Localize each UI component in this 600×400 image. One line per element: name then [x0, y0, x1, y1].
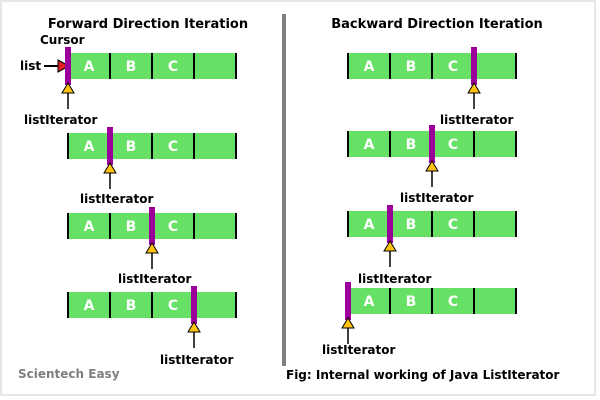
iterator-pointer-icon [187, 321, 201, 333]
list-cell-c: C [448, 294, 458, 310]
listiterator-label: listIterator [24, 113, 97, 127]
backward-title: Backward Direction Iteration [331, 17, 543, 32]
cursor-bar [387, 205, 393, 243]
list-cell-a: A [364, 59, 375, 75]
list-label: list [20, 59, 41, 73]
list-cell-c: C [168, 298, 178, 314]
iterator-pointer-icon [145, 242, 159, 254]
list-cell-a: A [84, 139, 95, 155]
list-pointer-arrow-icon [57, 59, 71, 73]
list-cell-c: C [448, 217, 458, 233]
listiterator-label: listIterator [322, 343, 395, 357]
listiterator-label: listIterator [118, 272, 191, 286]
list-cell-a: A [84, 59, 95, 75]
list-cell-b: B [126, 59, 137, 75]
list-cell-b: B [406, 59, 417, 75]
cursor-bar [149, 207, 155, 245]
list-cell-c: C [448, 59, 458, 75]
list-cell-b: B [126, 298, 137, 314]
cursor-label: Cursor [40, 33, 85, 47]
cursor-bar [191, 286, 197, 324]
cursor-bar [107, 127, 113, 165]
listiterator-label: listIterator [358, 272, 431, 286]
iterator-pointer-icon [61, 82, 75, 94]
list-cell-a: A [84, 298, 95, 314]
listiterator-label: listIterator [160, 353, 233, 367]
listiterator-label: listIterator [440, 113, 513, 127]
list-cell-b: B [406, 217, 417, 233]
figure-caption: Fig: Internal working of Java ListIterat… [286, 368, 560, 382]
brand-label: Scientech Easy [18, 367, 120, 381]
forward-title: Forward Direction Iteration [48, 17, 248, 32]
listiterator-label: listIterator [80, 192, 153, 206]
iterator-pointer-icon [425, 160, 439, 172]
list-cell-b: B [126, 139, 137, 155]
list-cell-c: C [168, 219, 178, 235]
list-cell-a: A [84, 219, 95, 235]
list-cell-c: C [168, 139, 178, 155]
cursor-bar [471, 47, 477, 85]
cursor-bar [65, 47, 71, 85]
list-cell-b: B [406, 137, 417, 153]
iterator-pointer-icon [467, 82, 481, 94]
cursor-bar [429, 125, 435, 163]
iterator-pointer-icon [341, 317, 355, 329]
iterator-pointer-icon [383, 240, 397, 252]
list-cell-a: A [364, 137, 375, 153]
list-cell-b: B [126, 219, 137, 235]
list-cell-a: A [364, 294, 375, 310]
list-cell-c: C [448, 137, 458, 153]
iterator-pointer-icon [103, 162, 117, 174]
listiterator-label: listIterator [400, 191, 473, 205]
list-cell-a: A [364, 217, 375, 233]
list-cell-c: C [168, 59, 178, 75]
list-cell-b: B [406, 294, 417, 310]
cursor-bar [345, 282, 351, 320]
